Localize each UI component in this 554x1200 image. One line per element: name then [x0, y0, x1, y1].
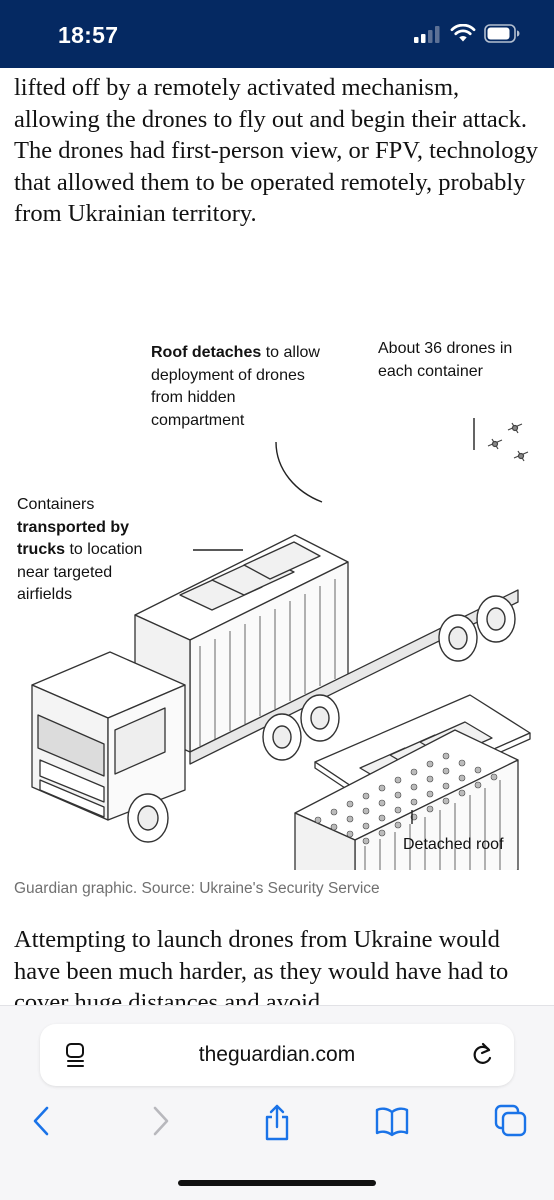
cellular-signal-icon [414, 25, 440, 43]
back-icon[interactable] [30, 1104, 54, 1138]
graphic-caption: Guardian graphic. Source: Ukraine's Secu… [14, 880, 380, 897]
battery-icon [484, 24, 520, 43]
url-text[interactable]: theguardian.com [198, 1043, 356, 1066]
forward-icon[interactable] [148, 1104, 172, 1138]
label-detached-roof: Detached roof [403, 836, 504, 853]
article-paragraph: lifted off by a remotely activated mecha… [14, 74, 538, 227]
status-time: 18:57 [58, 22, 119, 48]
share-icon[interactable] [262, 1104, 292, 1142]
status-bar: 18:57 [0, 0, 554, 68]
wifi-icon [450, 24, 476, 42]
reload-icon[interactable] [470, 1042, 494, 1068]
label-drones-count: About 36 drones in each container [378, 340, 513, 380]
truck-illustration [31, 418, 531, 870]
label-roof-detaches: Roof detaches to allow deployment of dro… [151, 344, 320, 429]
bookmarks-icon[interactable] [374, 1104, 410, 1138]
home-indicator[interactable] [178, 1180, 376, 1186]
tabs-icon[interactable] [494, 1104, 528, 1138]
status-icons [414, 24, 520, 43]
reader-mode-icon[interactable] [64, 1042, 88, 1068]
truck-drone-graphic: Roof detaches to allow deployment of dro… [0, 290, 554, 870]
article-paragraph-2: Attempting to launch drones from Ukraine… [14, 926, 509, 1016]
address-bar[interactable]: theguardian.com [40, 1024, 514, 1086]
browser-bottom-bar: theguardian.com [0, 1005, 554, 1200]
label-containers: Containers transported by trucks to loca… [17, 496, 143, 603]
browser-toolbar [0, 1104, 554, 1154]
